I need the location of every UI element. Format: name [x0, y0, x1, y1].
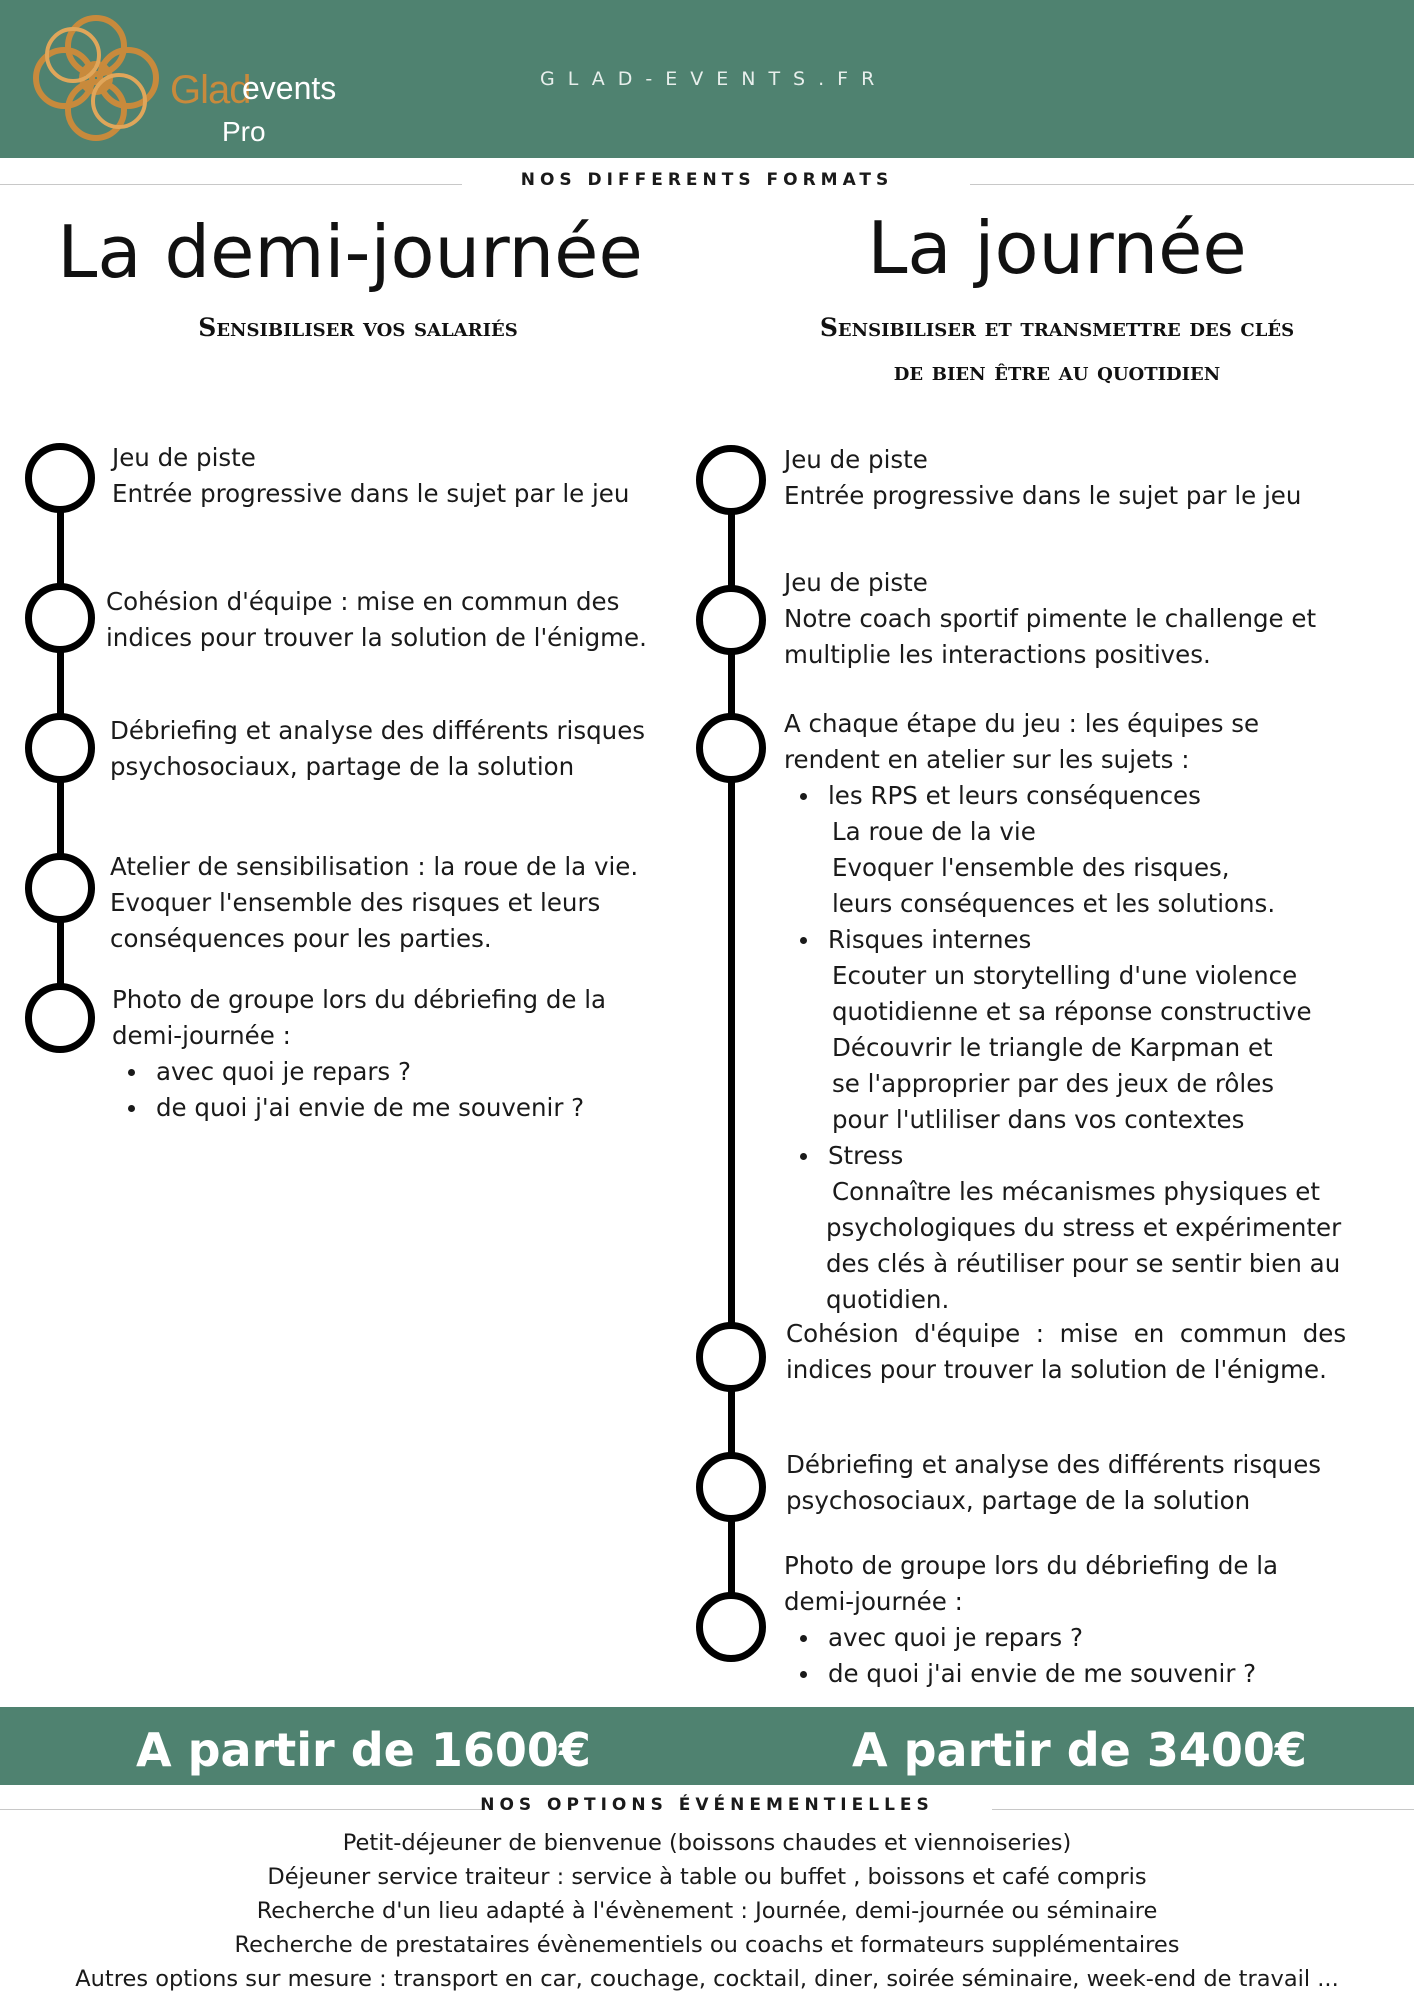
step-line: Photo de groupe lors du débriefing de la [784, 1551, 1279, 1580]
step-line: rendent en atelier sur les sujets : [784, 745, 1190, 774]
list-subline: Evoquer l'ensemble des risques, [832, 853, 1230, 882]
step-line: indices pour trouver la solution de l'én… [106, 623, 647, 652]
price-band: A partir de 1600€ A partir de 3400€ [0, 1707, 1414, 1785]
half-day-step-2: Cohésion d'équipe : mise en commun des i… [106, 584, 647, 656]
full-day-price: A partir de 3400€ [852, 1723, 1307, 1777]
list-item: avec quoi je repars ? [784, 1620, 1278, 1656]
list-item: les RPS et leurs conséquences [784, 778, 1341, 814]
options-heading-text: NOS OPTIONS ÉVÉNEMENTIELLES [480, 1795, 934, 1815]
half-day-step-5: Photo de groupe lors du débriefing de la… [112, 982, 606, 1126]
step-line: demi-journée : [784, 1587, 963, 1616]
step-line: demi-journée : [112, 1021, 291, 1050]
list-item: Risques internes [784, 922, 1341, 958]
full-day-step-2: Jeu de piste Notre coach sportif pimente… [784, 565, 1316, 673]
timeline-node [25, 983, 95, 1053]
list-subline: Ecouter un storytelling d'une violence [832, 961, 1298, 990]
step-line: psychosociaux, partage de la solution [786, 1486, 1251, 1515]
option-item: Recherche d'un lieu adapté à l'évènement… [256, 1898, 1158, 1924]
full-day-step-5: Débriefing et analyse des différents ris… [786, 1447, 1321, 1519]
step-line: Notre coach sportif pimente le challenge… [784, 604, 1317, 633]
list-subline: se l'approprier par des jeux de rôles [832, 1069, 1275, 1098]
glad-events-logo[interactable]: Glad events Pro [26, 8, 346, 148]
half-day-price: A partir de 1600€ [136, 1723, 591, 1777]
flower-logo-icon [33, 15, 159, 141]
half-day-title: La demi-journée [57, 210, 643, 294]
option-item: Autres options sur mesure : transport en… [75, 1966, 1339, 1992]
step-line: Evoquer l'ensemble des risques et leurs [110, 888, 601, 917]
option-item: Recherche de prestataires évènementiels … [234, 1932, 1180, 1958]
rule-right [992, 1809, 1414, 1810]
logo-events-text: events [242, 70, 337, 106]
step-line: conséquences pour les parties. [110, 924, 492, 953]
step-line: indices pour trouver la solution de l'én… [786, 1355, 1327, 1384]
options-list: Petit-déjeuner de bienvenue (boissons ch… [0, 1826, 1414, 1996]
rule-right [970, 184, 1414, 185]
step-line: Atelier de sensibilisation : la roue de … [110, 852, 639, 881]
list-subline: quotidienne et sa réponse constructive [832, 997, 1312, 1026]
formats-heading-text: NOS DIFFERENTS FORMATS [520, 170, 894, 190]
timeline-node [25, 443, 95, 513]
step-line: Cohésion d'équipe : mise en commun des [106, 587, 620, 616]
full-day-subtitle-line-1: Sensibiliser et transmettre des clés [819, 313, 1295, 342]
full-day-title: La journée [867, 206, 1247, 290]
list-item: de quoi j'ai envie de me souvenir ? [112, 1090, 606, 1126]
full-day-step-3: A chaque étape du jeu : les équipes se r… [784, 706, 1341, 1318]
step-line: Cohésion d'équipe : mise en commun des [786, 1319, 1347, 1348]
step-line: Jeu de piste [784, 568, 928, 597]
timeline-node [696, 585, 766, 655]
timeline-node [696, 1322, 766, 1392]
timeline-node [25, 583, 95, 653]
step-line: Jeu de piste [784, 445, 928, 474]
logo-pro-text: Pro [222, 116, 266, 147]
timeline-node [696, 1452, 766, 1522]
rule-left [0, 184, 462, 185]
list-subline: leurs conséquences et les solutions. [832, 889, 1276, 918]
logo-glad-text: Glad [170, 68, 251, 112]
step-bullets: les RPS et leurs conséquences La roue de… [784, 778, 1341, 1318]
rule-left [0, 1809, 482, 1810]
list-item: Stress [784, 1138, 1341, 1174]
half-day-step-1: Jeu de piste Entrée progressive dans le … [112, 440, 629, 512]
list-subline: psychologiques du stress et expérimenter [826, 1213, 1342, 1242]
step-line: Jeu de piste [112, 443, 256, 472]
list-subline: La roue de la vie [832, 817, 1036, 846]
full-day-step-1: Jeu de piste Entrée progressive dans le … [784, 442, 1301, 514]
full-day-timeline-track [728, 480, 735, 1630]
timeline-node [696, 713, 766, 783]
formats-heading: NOS DIFFERENTS FORMATS [0, 170, 1414, 200]
full-day-subtitle-line-2: de bien être au quotidien [893, 357, 1221, 386]
step-bullets: avec quoi je repars ? de quoi j'ai envie… [112, 1054, 606, 1126]
step-line: Photo de groupe lors du débriefing de la [112, 985, 607, 1014]
step-bullets: avec quoi je repars ? de quoi j'ai envie… [784, 1620, 1278, 1692]
full-day-step-6: Photo de groupe lors du débriefing de la… [784, 1548, 1278, 1692]
option-item: Déjeuner service traiteur : service à ta… [267, 1864, 1147, 1890]
list-subline: quotidien. [826, 1285, 950, 1314]
half-day-subtitle: Sensibiliser vos salariés [198, 313, 518, 342]
half-day-step-4: Atelier de sensibilisation : la roue de … [110, 849, 638, 957]
step-line: A chaque étape du jeu : les équipes se [784, 709, 1260, 738]
full-day-step-4: Cohésion d'équipe : mise en commun des i… [786, 1316, 1346, 1388]
website-link[interactable]: GLAD-EVENTS.FR [540, 68, 888, 90]
list-subline: des clés à réutiliser pour se sentir bie… [826, 1249, 1341, 1278]
step-line: Entrée progressive dans le sujet par le … [784, 481, 1302, 510]
step-line: multiplie les interactions positives. [784, 640, 1211, 669]
step-line: psychosociaux, partage de la solution [110, 752, 575, 781]
timeline-node [25, 713, 95, 783]
list-item: de quoi j'ai envie de me souvenir ? [784, 1656, 1278, 1692]
timeline-node [696, 1592, 766, 1662]
timeline-node [696, 445, 766, 515]
timeline-node [25, 853, 95, 923]
header-band: Glad events Pro GLAD-EVENTS.FR [0, 0, 1414, 158]
half-day-step-3: Débriefing et analyse des différents ris… [110, 713, 645, 785]
step-line: Entrée progressive dans le sujet par le … [112, 479, 630, 508]
list-subline: Connaître les mécanismes physiques et [832, 1177, 1320, 1206]
list-subline: Découvrir le triangle de Karpman et [832, 1033, 1273, 1062]
step-line: Débriefing et analyse des différents ris… [786, 1450, 1322, 1479]
full-day-subtitle: Sensibiliser et transmettre des clés de … [700, 306, 1414, 394]
list-subline: pour l'utliliser dans vos contextes [832, 1105, 1245, 1134]
step-line: Débriefing et analyse des différents ris… [110, 716, 646, 745]
options-heading: NOS OPTIONS ÉVÉNEMENTIELLES [0, 1795, 1414, 1825]
option-item: Petit-déjeuner de bienvenue (boissons ch… [342, 1830, 1072, 1856]
list-item: avec quoi je repars ? [112, 1054, 606, 1090]
